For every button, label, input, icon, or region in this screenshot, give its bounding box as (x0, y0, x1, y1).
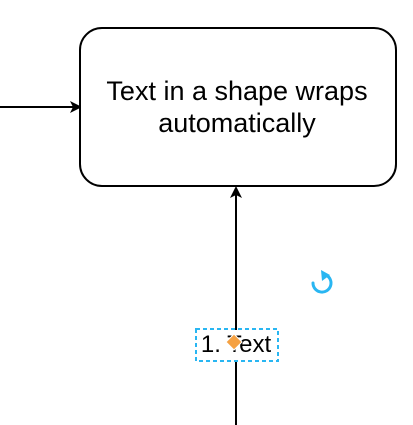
rounded-shape[interactable] (79, 27, 397, 187)
rotate-icon[interactable] (311, 270, 333, 294)
edge-label[interactable]: 1. Text (196, 330, 276, 360)
